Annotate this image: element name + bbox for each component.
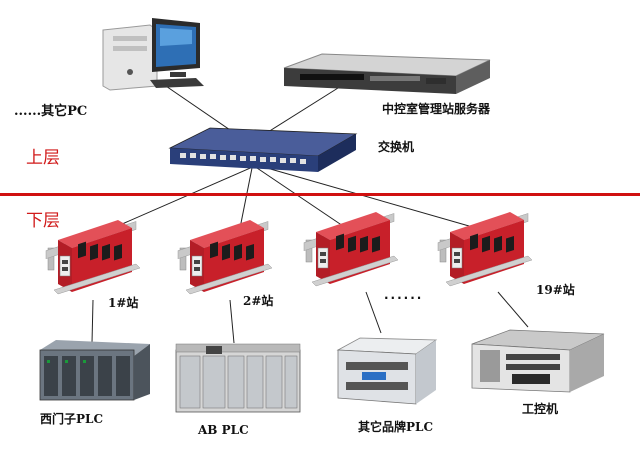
layer-separator	[0, 193, 640, 196]
ab-plc-icon	[175, 343, 301, 413]
station-3-icon	[303, 211, 399, 287]
siemens-plc-label: 西门子PLC	[40, 412, 104, 426]
other-plc-label: 其它品牌PLC	[358, 420, 434, 434]
switch-label: 交换机	[378, 140, 415, 154]
other-pc-label: ......其它PC	[14, 104, 88, 119]
lower-layer-label: 下层	[26, 211, 60, 231]
other-plc-icon	[336, 337, 438, 405]
station-2-label: 2#站	[243, 294, 274, 308]
station-19-label: 19#站	[536, 283, 575, 297]
upper-layer-label: 上层	[26, 148, 60, 168]
ellipsis-label: ......	[384, 288, 424, 302]
server-label: 中控室管理站服务器	[382, 102, 491, 116]
ab-plc-label: AB PLC	[198, 423, 249, 437]
ipc-label: 工控机	[522, 402, 559, 416]
switch-icon	[168, 127, 358, 172]
industrial-pc-icon	[471, 329, 605, 393]
station-19-icon	[437, 211, 533, 287]
station-2-icon	[177, 219, 273, 295]
server-icon	[283, 53, 491, 94]
siemens-plc-icon	[39, 340, 150, 401]
station-1-label: 1#站	[108, 296, 139, 310]
station-1-icon	[45, 219, 141, 295]
pc-icon	[102, 18, 204, 91]
